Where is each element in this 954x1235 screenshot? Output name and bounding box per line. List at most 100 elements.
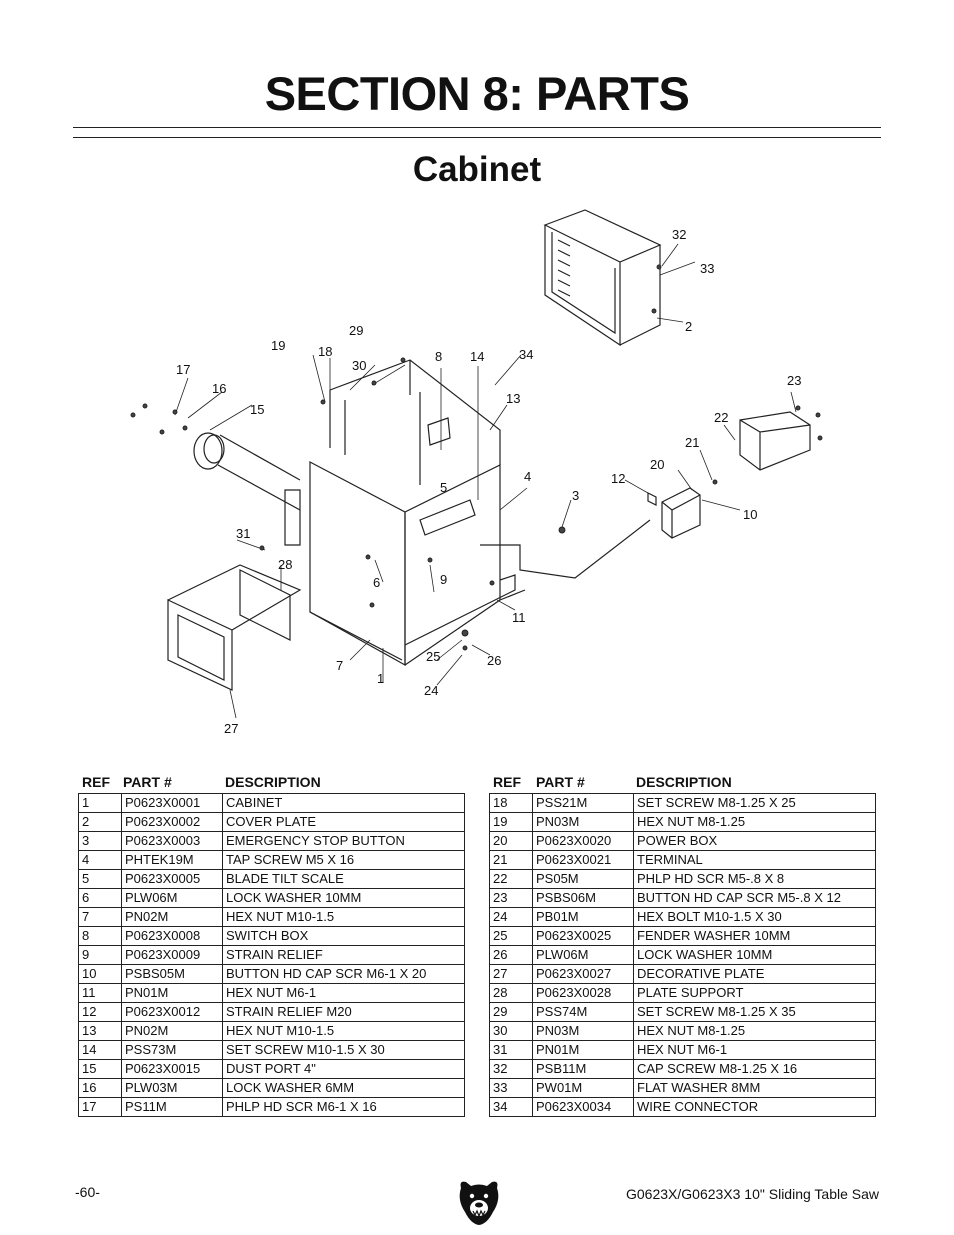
callout-label: 22 — [714, 410, 728, 425]
title-rule-bottom — [73, 137, 881, 138]
section-title: SECTION 8: PARTS — [264, 67, 690, 120]
callout-label: 2 — [685, 319, 692, 334]
part-number-cell: P0623X0008 — [121, 926, 223, 946]
part-number-cell: PLW06M — [121, 888, 223, 908]
description-cell: HEX NUT M10-1.5 — [222, 1021, 465, 1041]
description-cell: HEX NUT M6-1 — [222, 983, 465, 1003]
model-name: G0623X/G0623X3 10" Sliding Table Saw — [626, 1186, 879, 1202]
ref-cell: 19 — [489, 812, 533, 832]
part-number-cell: PN02M — [121, 1021, 223, 1041]
ref-cell: 4 — [78, 850, 122, 870]
description-cell: PHLP HD SCR M5-.8 X 8 — [633, 869, 876, 889]
decorative-plate-drawing — [167, 564, 302, 691]
callout-label: 23 — [787, 373, 801, 388]
cover-plate-drawing — [543, 209, 662, 347]
ref-cell: 15 — [78, 1059, 122, 1079]
ref-cell: 7 — [78, 907, 122, 927]
cabinet-exploded-diagram: 32 33 2 29 19 18 8 14 34 30 17 16 23 13 … — [130, 209, 823, 736]
description-cell: HEX NUT M8-1.25 — [633, 1021, 876, 1041]
description-cell: FLAT WASHER 8MM — [633, 1078, 876, 1098]
part-number-cell: P0623X0034 — [532, 1097, 634, 1117]
ref-cell: 25 — [489, 926, 533, 946]
callout-label: 32 — [672, 227, 686, 242]
description-cell: LOCK WASHER 6MM — [222, 1078, 465, 1098]
part-number-cell: P0623X0005 — [121, 869, 223, 889]
description-cell: SET SCREW M8-1.25 X 35 — [633, 1002, 876, 1022]
part-number-cell: P0623X0002 — [121, 812, 223, 832]
ref-cell: 16 — [78, 1078, 122, 1098]
ref-cell: 5 — [78, 869, 122, 889]
part-number-cell: PN01M — [121, 983, 223, 1003]
description-cell: BUTTON HD CAP SCR M5-.8 X 12 — [633, 888, 876, 908]
description-cell: POWER BOX — [633, 831, 876, 851]
part-number-cell: PLW06M — [532, 945, 634, 965]
callout-label: 31 — [236, 526, 250, 541]
description-cell: WIRE CONNECTOR — [633, 1097, 876, 1117]
part-number-cell: P0623X0020 — [532, 831, 634, 851]
ref-cell: 3 — [78, 831, 122, 851]
callout-label: 12 — [611, 471, 625, 486]
callout-label: 7 — [336, 658, 343, 673]
callout-label: 8 — [435, 349, 442, 364]
description-header: DESCRIPTION — [636, 774, 732, 790]
part-number-cell: P0623X0009 — [121, 945, 223, 965]
part-number-cell: PLW03M — [121, 1078, 223, 1098]
description-cell: LOCK WASHER 10MM — [222, 888, 465, 908]
description-cell: TAP SCREW M5 X 16 — [222, 850, 465, 870]
part-number-cell: PSBS05M — [121, 964, 223, 984]
description-cell: BUTTON HD CAP SCR M6-1 X 20 — [222, 964, 465, 984]
callout-label: 10 — [743, 507, 757, 522]
power-box-drawing — [661, 487, 701, 539]
part-number-cell: P0623X0003 — [121, 831, 223, 851]
title-rule-top — [73, 127, 881, 128]
part-number-cell: P0623X0001 — [121, 793, 223, 813]
ref-cell: 26 — [489, 945, 533, 965]
part-number-cell: PS05M — [532, 869, 634, 889]
table-header: REF PART # DESCRIPTION — [489, 773, 877, 793]
ref-cell: 21 — [489, 850, 533, 870]
callout-label: 27 — [224, 721, 238, 736]
part-number-cell: P0623X0025 — [532, 926, 634, 946]
ref-cell: 24 — [489, 907, 533, 927]
callout-label: 15 — [250, 402, 264, 417]
callout-label: 28 — [278, 557, 292, 572]
part-number-cell: PS11M — [121, 1097, 223, 1117]
callout-label: 13 — [506, 391, 520, 406]
ref-cell: 30 — [489, 1021, 533, 1041]
description-cell: DECORATIVE PLATE — [633, 964, 876, 984]
part-header: PART # — [536, 774, 585, 790]
ref-cell: 18 — [489, 793, 533, 813]
part-number-cell: PB01M — [532, 907, 634, 927]
part-number-cell: P0623X0012 — [121, 1002, 223, 1022]
part-number-cell: P0623X0015 — [121, 1059, 223, 1079]
ref-cell: 33 — [489, 1078, 533, 1098]
callout-labels: 32 33 2 29 19 18 8 14 34 30 17 16 23 13 … — [176, 227, 801, 736]
ref-cell: 13 — [78, 1021, 122, 1041]
ref-cell: 12 — [78, 1002, 122, 1022]
ref-cell: 32 — [489, 1059, 533, 1079]
description-cell: HEX NUT M8-1.25 — [633, 812, 876, 832]
callout-label: 26 — [487, 653, 501, 668]
ref-cell: 31 — [489, 1040, 533, 1060]
callout-label: 34 — [519, 347, 533, 362]
